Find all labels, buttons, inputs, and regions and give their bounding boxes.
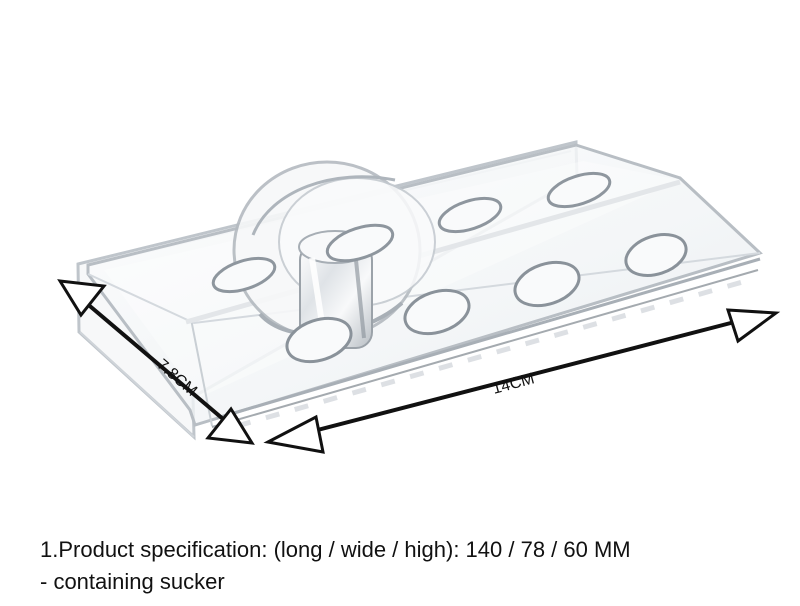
length-label: 14CM bbox=[491, 370, 537, 397]
product-caption: 1.Product specification: (long / wide / … bbox=[40, 534, 780, 598]
toothbrush-holder-illustration: 7.8CM 14CM bbox=[57, 140, 781, 454]
toothbrush-holes bbox=[211, 171, 688, 364]
suction-cup-text: - containing sucker bbox=[40, 569, 225, 594]
product-specification-text: 1.Product specification: (long / wide / … bbox=[40, 537, 631, 562]
